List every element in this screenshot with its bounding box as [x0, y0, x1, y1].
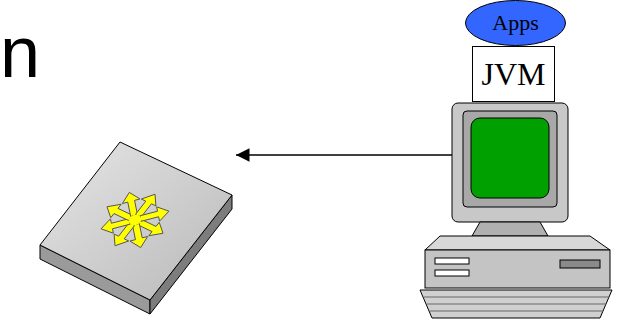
computer — [420, 103, 612, 318]
node-text: JVM — [481, 56, 545, 93]
network-switch — [40, 142, 232, 314]
jvm-box: JVM — [472, 46, 555, 102]
node-text: Apps — [492, 10, 538, 36]
heading-fragment: n — [0, 16, 40, 88]
apps-ellipse: Apps — [465, 0, 566, 46]
